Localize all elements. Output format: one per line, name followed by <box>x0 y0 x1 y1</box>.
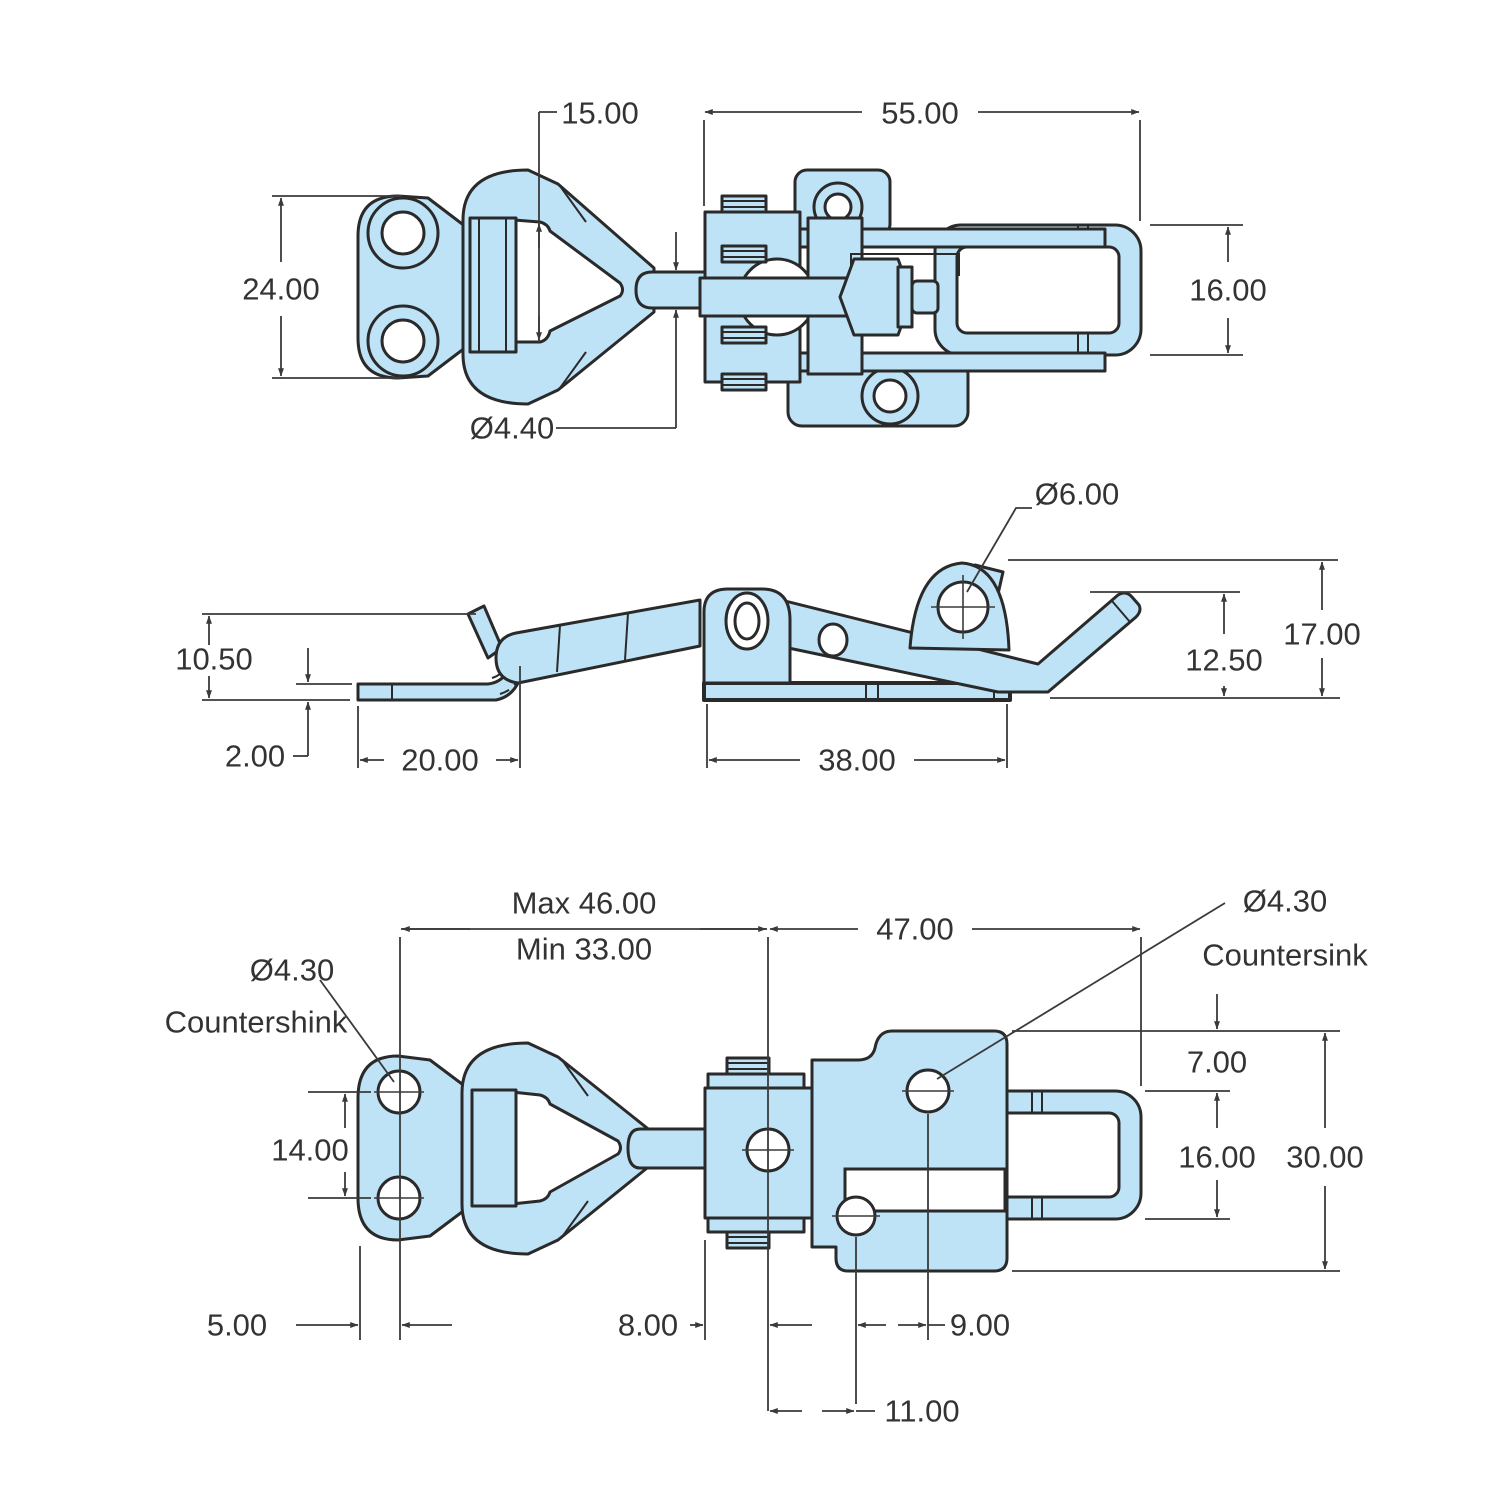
dim-bot-5: 5.00 <box>207 1246 452 1343</box>
dim-bot-30: 30.00 <box>1012 1032 1364 1272</box>
bail-rod-bottom <box>626 1127 707 1170</box>
dim-side-1050: 10.50 <box>175 613 476 701</box>
hex-nut-top <box>838 257 914 337</box>
keeper-crossbar-bottom <box>470 1088 518 1208</box>
dim-side-17: 17.00 <box>1008 559 1361 699</box>
bail-rod-top <box>634 270 710 310</box>
dim-label-bot-7: 7.00 <box>1187 1045 1247 1080</box>
dim-label-top-loop: 16.00 <box>1189 273 1267 308</box>
dim-label-bot-len: 47.00 <box>876 912 954 947</box>
dim-label-side-tip: 12.50 <box>1185 643 1263 678</box>
label-cs-left-dia: Ø4.30 <box>250 953 334 988</box>
dim-side-38: 38.00 <box>706 704 1008 778</box>
dim-top-24: 24.00 <box>242 195 402 379</box>
dim-label-top-len: 55.00 <box>881 96 959 131</box>
label-cs-right-note: Countersink <box>1202 938 1368 973</box>
dim-label-side-base: 38.00 <box>818 743 896 778</box>
clinch-pins-bottom <box>725 1056 771 1250</box>
dim-label-bot-holes: 14.00 <box>271 1133 349 1168</box>
callout-countersink-left: Ø4.30 Countershink <box>165 953 395 1083</box>
bail-rod-side <box>494 598 702 685</box>
keeper-crossbar-top <box>468 216 518 354</box>
label-cs-left-note: Countershink <box>165 1005 348 1040</box>
dim-label-top-h: 24.00 <box>242 272 320 307</box>
threaded-rod-top <box>698 276 854 318</box>
top-view: 15.00 55.00 24.00 Ø4.40 16.00 <box>242 96 1267 446</box>
latch-body-top <box>698 168 1143 428</box>
dim-top-wire: Ø4.40 <box>470 232 679 446</box>
latch-side <box>702 561 1142 702</box>
dim-label-top-slot: 15.00 <box>561 96 639 131</box>
dim-label-bot-16: 16.00 <box>1178 1140 1256 1175</box>
dim-bot-8: 8.00 <box>618 1240 812 1343</box>
lever-hole-side <box>817 622 849 658</box>
dim-bot-14: 14.00 <box>271 1091 371 1199</box>
dim-label-side-total: 17.00 <box>1283 617 1361 652</box>
dim-bot-16: 16.00 <box>1145 1140 1256 1220</box>
dim-label-side-t: 2.00 <box>225 739 285 774</box>
keeper-bottom <box>356 1041 707 1256</box>
dim-bot-47: 47.00 <box>769 912 1142 1086</box>
dim-label-side-h: 10.50 <box>175 642 253 677</box>
side-view: 10.50 2.00 20.00 38.00 12.50 <box>175 477 1361 778</box>
pad-window <box>843 1167 1007 1213</box>
dim-label-bot-5: 5.00 <box>207 1308 267 1343</box>
dim-top-16: 16.00 <box>1150 224 1267 356</box>
dim-label-bot-11: 11.00 <box>884 1394 959 1429</box>
dim-label-bot-min: Min 33.00 <box>516 932 652 967</box>
dim-bot-7: 7.00 <box>1012 994 1340 1128</box>
dim-bot-11: 11.00 <box>769 1394 960 1429</box>
dim-top-15: 15.00 <box>536 96 639 342</box>
dim-label-side-dia: Ø6.00 <box>1035 477 1119 512</box>
dim-side-dia6: Ø6.00 <box>966 477 1119 593</box>
bottom-view: Max 46.00 Min 33.00 47.00 Ø4.30 Counters… <box>165 884 1369 1429</box>
dim-side-1250: 12.50 <box>1090 591 1263 697</box>
dim-label-bot-30: 30.00 <box>1286 1140 1364 1175</box>
dim-label-side-keeper: 20.00 <box>401 743 479 778</box>
dim-bot-9: 9.00 <box>855 1114 1010 1404</box>
mount-pad-bottom <box>810 1029 1009 1273</box>
keeper-hole-ring <box>366 196 440 270</box>
screw-end-top <box>910 279 940 315</box>
dim-label-bot-8: 8.00 <box>618 1308 678 1343</box>
dim-side-20: 20.00 <box>357 666 521 778</box>
label-cs-right-dia: Ø4.30 <box>1243 884 1327 919</box>
keeper-plate-top <box>356 194 476 380</box>
dim-top-55: 55.00 <box>703 96 1141 221</box>
dim-label-bot-max: Max 46.00 <box>512 886 657 921</box>
dim-label-bot-9: 9.00 <box>950 1308 1010 1343</box>
keeper-hole <box>380 210 426 256</box>
dim-label-top-wire: Ø4.40 <box>470 411 554 446</box>
dim-side-2: 2.00 <box>225 648 352 774</box>
callout-countersink-right: Ø4.30 Countersink <box>936 884 1368 1080</box>
latch-bottom <box>703 1029 1143 1273</box>
dim-bot-maxmin: Max 46.00 Min 33.00 <box>399 886 769 1411</box>
bail-loop-top <box>461 168 710 406</box>
clinch-pins-top <box>720 194 768 392</box>
